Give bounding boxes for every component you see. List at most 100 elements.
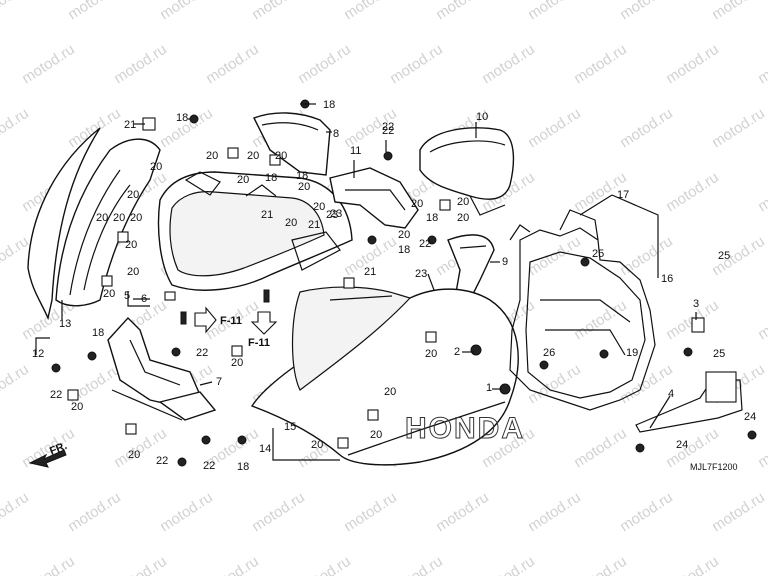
part-callout-number: 20 (384, 386, 396, 398)
watermark-text: motod.ru (617, 0, 676, 23)
part-callout-number: 22 (203, 460, 215, 472)
watermark-text: motod.ru (111, 553, 170, 576)
watermark-text: motod.ru (571, 41, 630, 88)
ref-arrows: F-11 F-11 (194, 306, 278, 349)
watermark-text: motod.ru (479, 41, 538, 88)
part-callout-number: 20 (275, 150, 287, 162)
part-callout-number: 10 (476, 111, 488, 123)
part-callout-number: 21 (261, 209, 273, 221)
watermark-text: motod.ru (755, 41, 768, 88)
leader-lines (35, 103, 697, 461)
watermark-text: motod.ru (249, 0, 308, 23)
part-callout-number: 14 (259, 443, 271, 455)
ref-label-down: F-11 (248, 337, 270, 349)
part-callout-number: 4 (668, 388, 674, 400)
part-callout-number: 12 (32, 348, 44, 360)
part-callout-number: 24 (676, 439, 688, 451)
meter-visor (253, 112, 331, 176)
watermark-text: motod.ru (571, 553, 630, 576)
lower-inner-cover (107, 316, 217, 421)
front-lower-cover: HONDA (250, 286, 524, 466)
watermark-text: motod.ru (617, 489, 676, 536)
watermark-text: motod.ru (65, 489, 124, 536)
watermark-text: motod.ru (433, 489, 492, 536)
part-callout-number: 18 (323, 99, 335, 111)
part-callout-number: 20 (370, 429, 382, 441)
part-callout-number: 1 (486, 382, 492, 394)
part-callout-number: 19 (626, 347, 638, 359)
part-callout-number: 22 (419, 238, 431, 250)
part-callout-number: 25 (592, 248, 604, 260)
part-callout-number: 22 (196, 347, 208, 359)
part-callout-number: 20 (237, 174, 249, 186)
watermark-text: motod.ru (755, 553, 768, 576)
part-callout-number: 20 (285, 217, 297, 229)
part-callout-number: 18 (237, 461, 249, 473)
watermark-text: motod.ru (341, 489, 400, 536)
watermark-text: motod.ru (617, 105, 676, 152)
part-callout-number: 18 (296, 170, 308, 182)
part-callout-number: 20 (411, 198, 423, 210)
part-callout-number: 16 (661, 273, 673, 285)
watermark-text: motod.ru (387, 553, 446, 576)
watermark-text: motod.ru (295, 41, 354, 88)
part-callout-number: 17 (617, 189, 629, 201)
part-callout-number: 20 (298, 181, 310, 193)
front-direction-arrow: FR. (28, 440, 69, 468)
watermark-text: motod.ru (0, 489, 32, 536)
part-callout-number: 20 (130, 212, 142, 224)
part-callout-number: 26 (543, 347, 555, 359)
watermark-text: motod.ru (0, 0, 32, 23)
part-callout-number: 20 (103, 288, 115, 300)
meter-cover (419, 127, 515, 216)
watermark-text: motod.ru (755, 169, 768, 216)
part-callout-number: 22 (50, 389, 62, 401)
watermark-text: motod.ru (755, 425, 768, 472)
part-callout-number: 20 (313, 201, 325, 213)
watermark-text: motod.ru (571, 425, 630, 472)
part-callout-number: 13 (59, 318, 71, 330)
part-callout-number: 20 (127, 189, 139, 201)
watermark-text: motod.ru (571, 297, 630, 344)
part-callout-number: 11 (350, 145, 361, 157)
watermark-text: motod.ru (709, 105, 768, 152)
part-callout-number: 18 (176, 112, 188, 124)
watermark-text: motod.ru (433, 0, 492, 23)
watermark-text: motod.ru (525, 105, 584, 152)
part-callout-number: 20 (127, 266, 139, 278)
part-callout-number: 22 (156, 455, 168, 467)
part-callout-number: 8 (333, 128, 339, 140)
part-callout-number: 20 (150, 161, 162, 173)
watermark-text: motod.ru (157, 0, 216, 23)
diagram-code: MJL7F1200 (690, 462, 738, 472)
watermark-text: motod.ru (479, 553, 538, 576)
part-callout-number: 20 (71, 401, 83, 413)
part-callout-number: 7 (216, 376, 222, 388)
part-callout-number: 6 (141, 293, 147, 305)
part-callout-number: 15 (284, 421, 296, 433)
part-callout-number: 21 (124, 119, 136, 131)
ref-label-right: F-11 (220, 315, 242, 327)
part-callout-number: 20 (206, 150, 218, 162)
watermark-text: motod.ru (19, 41, 78, 88)
watermark-text: motod.ru (387, 41, 446, 88)
watermark-text: motod.ru (157, 489, 216, 536)
watermark-text: motod.ru (709, 489, 768, 536)
watermark-text: motod.ru (525, 0, 584, 23)
part-callout-number: 3 (693, 298, 699, 310)
part-callout-number: 2 (454, 346, 460, 358)
part-callout-number: 24 (744, 411, 756, 423)
watermark-text: motod.ru (663, 169, 722, 216)
watermark-text: motod.ru (0, 105, 32, 152)
part-callout-number: 20 (231, 357, 243, 369)
part-callout-number: 20 (113, 212, 125, 224)
watermark-text: motod.ru (203, 553, 262, 576)
watermark-text: motod.ru (65, 105, 124, 152)
part-callout-number: 25 (713, 348, 725, 360)
part-callout-number: 20 (398, 229, 410, 241)
watermark-text: motod.ru (341, 0, 400, 23)
part-callout-number: 20 (425, 348, 437, 360)
left-side-cover (27, 127, 161, 321)
watermark-text: motod.ru (295, 553, 354, 576)
